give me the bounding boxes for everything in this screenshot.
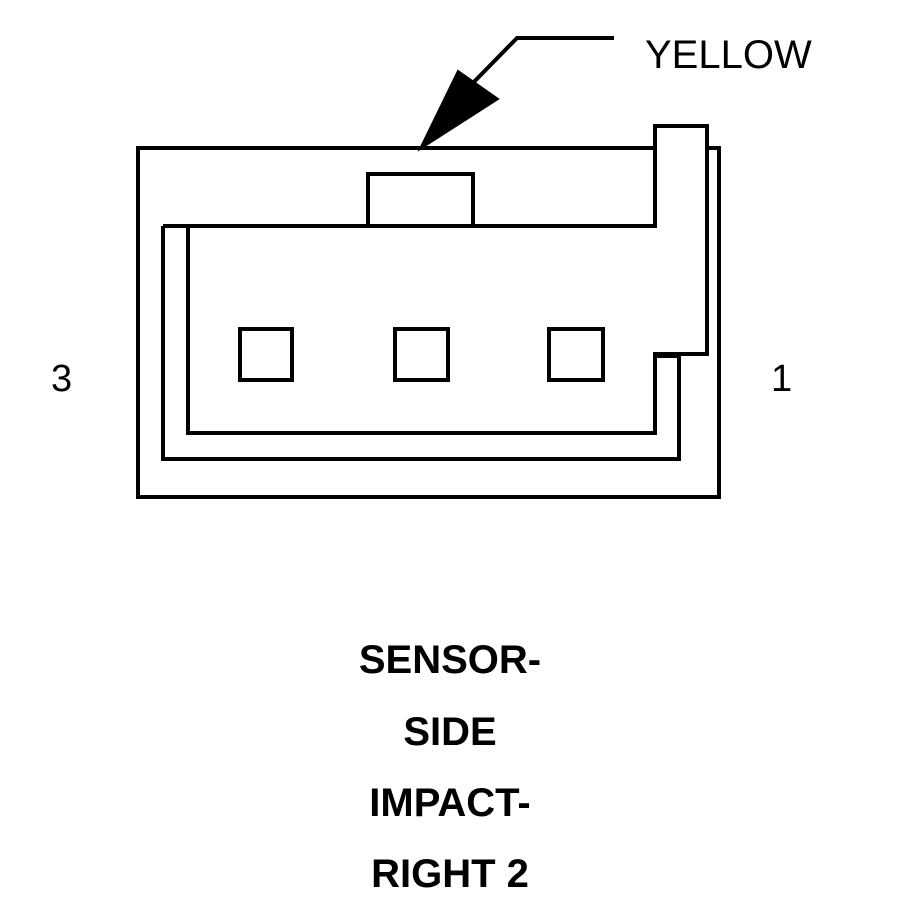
caption-line-1: SENSOR-	[358, 638, 542, 682]
pin-cavity-3	[238, 327, 294, 382]
wire-leader-line	[466, 36, 614, 90]
connector-inner-cavity	[163, 124, 709, 435]
connector-locking-tab	[366, 172, 475, 228]
leader-arrow-icon	[417, 69, 500, 152]
pin-cavity-2	[393, 327, 450, 382]
caption-line-4: RIGHT 2	[371, 852, 529, 896]
caption-line-3: IMPACT-	[369, 781, 531, 825]
pin-left-label: 3	[51, 358, 72, 400]
pin-cavity-1	[547, 327, 605, 382]
pin-right-label: 1	[771, 358, 792, 400]
wire-color-label: YELLOW	[645, 33, 812, 77]
connector-outer-housing	[136, 146, 721, 499]
caption-line-2: SIDE	[403, 710, 497, 754]
